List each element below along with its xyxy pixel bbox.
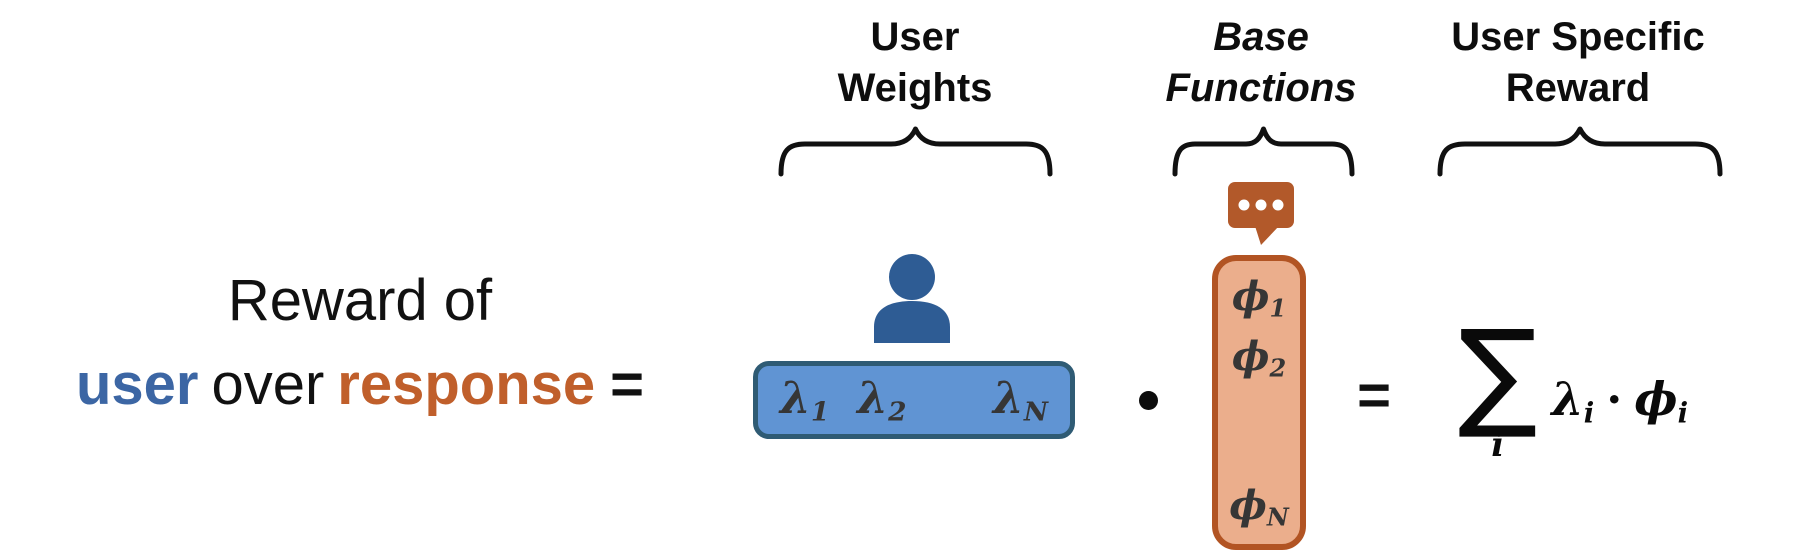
phi-N: ϕN bbox=[1229, 482, 1289, 532]
reward-of-text: Reward of bbox=[227, 268, 493, 333]
equals-sign-mid: = bbox=[1357, 363, 1391, 428]
sum-index: i bbox=[1491, 424, 1505, 465]
sigma-wrap: ∑ i bbox=[1458, 304, 1538, 465]
base-functions-label: Base Functions bbox=[1165, 15, 1357, 111]
lambda-1: λ1 bbox=[780, 372, 830, 428]
user-weights-label: User Weights bbox=[837, 15, 993, 111]
sigma-symbol: ∑ bbox=[1458, 304, 1538, 442]
user-specific-reward-label: User Specific Reward bbox=[1451, 15, 1705, 111]
base-functions-box: ϕ1 ϕ2 ϕN bbox=[1212, 255, 1306, 550]
lambda-i: λi bbox=[1551, 372, 1595, 430]
overbrace-base-functions bbox=[1172, 126, 1355, 177]
lambda-2: λ2 bbox=[857, 372, 907, 428]
dot-product-operator bbox=[1139, 391, 1158, 410]
person-icon bbox=[874, 254, 950, 343]
phi-2: ϕ2 bbox=[1231, 332, 1287, 383]
user-word: user bbox=[75, 352, 199, 417]
overbrace-user-weights bbox=[778, 126, 1053, 177]
lambda-dot-phi-expression: λi·ϕi bbox=[1552, 372, 1689, 462]
lambda-N: λN bbox=[993, 372, 1048, 428]
equals-sign-left: = bbox=[610, 352, 645, 417]
cdot-operator: · bbox=[1606, 372, 1623, 426]
overbrace-user-specific-reward bbox=[1437, 126, 1723, 177]
response-word: response bbox=[337, 352, 596, 417]
sum-expression: ∑ i λi·ϕi bbox=[1458, 304, 1689, 465]
speech-bubble-ellipsis-icon bbox=[1228, 182, 1294, 245]
over-word: over bbox=[211, 352, 325, 417]
phi-1: ϕ1 bbox=[1231, 273, 1287, 323]
phi-i: ϕi bbox=[1634, 372, 1689, 430]
user-weights-box: λ1 λ2 λN bbox=[753, 361, 1075, 439]
